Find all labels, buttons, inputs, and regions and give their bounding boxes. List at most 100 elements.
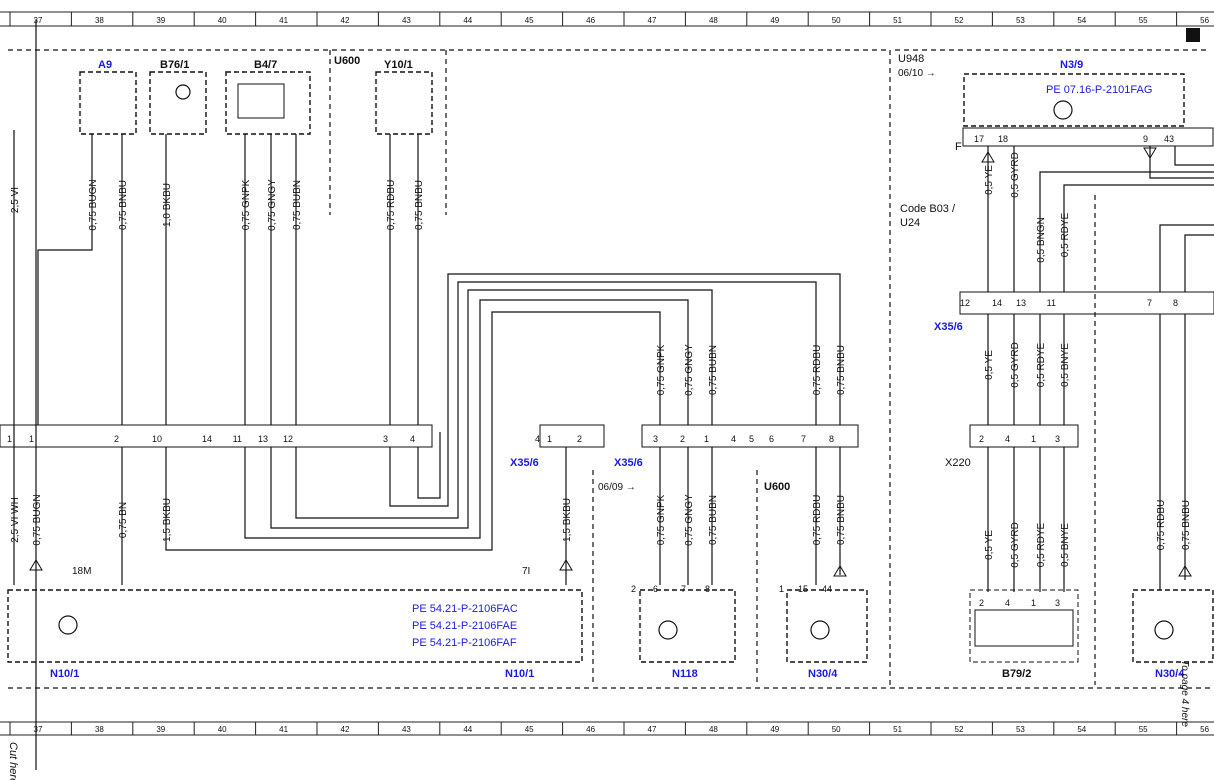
- ruler-number: 45: [525, 16, 534, 25]
- pin-number: 5: [749, 434, 754, 444]
- pin-number: 2: [577, 434, 582, 444]
- label-n10-1-right: N10/1: [505, 668, 534, 680]
- wire-label: 0,75 GNPK: [241, 179, 252, 230]
- ruler-number: 52: [955, 16, 964, 25]
- ruler-number: 46: [586, 16, 595, 25]
- top-ruler: [0, 11, 1214, 736]
- pin-number: 12: [960, 298, 970, 308]
- ruler-number: 39: [156, 725, 165, 734]
- wire-label: 0,5 YE: [984, 530, 995, 560]
- wire-label: 0,5 GYRD: [1010, 522, 1021, 568]
- wire-label: 0,5 RDYE: [1036, 342, 1047, 387]
- ruler-number: 41: [279, 725, 288, 734]
- label-n3-9-ref: PE 07.16-P-2101FAG: [1046, 84, 1152, 96]
- ruler-number: 49: [770, 725, 779, 734]
- pin-number: 1: [704, 434, 709, 444]
- label-f: F: [955, 141, 962, 153]
- label-x35-6-a: X35/6: [510, 457, 539, 469]
- label-date-0609: 06/09 →: [598, 482, 636, 493]
- pin-number: 15: [798, 584, 808, 594]
- pin-number: 8: [1173, 298, 1178, 308]
- ref-1: PE 54.21-P-2106FAC: [412, 603, 518, 615]
- wire-label: 0,75 BN: [118, 502, 129, 538]
- pin-number: 2: [979, 434, 984, 444]
- label-a9: A9: [98, 59, 112, 71]
- pin-number: 12: [283, 434, 293, 444]
- signal-markers: [29, 147, 1192, 577]
- pin-number: 10: [152, 434, 162, 444]
- pin-number: 1: [1031, 598, 1036, 608]
- pin-number: 4: [535, 434, 540, 444]
- label-n30-4: N30/4: [808, 668, 838, 680]
- ruler-number: 51: [893, 16, 902, 25]
- pin-number: 2: [114, 434, 119, 444]
- wire-label: 0,75 RDBU: [386, 180, 397, 231]
- pin-number: 4: [731, 434, 736, 444]
- label-x35-6-b: X35/6: [614, 457, 643, 469]
- label-n10-1-left: N10/1: [50, 668, 79, 680]
- pin-number: 4: [1005, 598, 1010, 608]
- ruler-number: 43: [402, 725, 411, 734]
- wire-label: 0,5 BNYE: [1060, 523, 1071, 567]
- ruler-ticks: 3737383839394040414142424343444445454646…: [9, 12, 1210, 735]
- pin-number: 1: [779, 584, 784, 594]
- label-18m: 18M: [72, 566, 91, 577]
- pin-number: 7: [1147, 298, 1152, 308]
- label-n118: N118: [672, 668, 698, 680]
- ruler-number: 49: [770, 16, 779, 25]
- pin-number: 11: [233, 434, 242, 444]
- to-page-label: To page 4 here: [1179, 660, 1190, 727]
- pin-number: 2: [631, 584, 636, 594]
- wire-label: 0,5 GYRD: [1010, 342, 1021, 388]
- component-boxes: [7, 71, 1214, 663]
- transistor-icons: [58, 84, 1174, 640]
- labels: A9 B76/1 B4/7 U600 Y10/1 U948 06/10 → N3…: [7, 53, 1190, 780]
- ruler-number: 56: [1200, 725, 1209, 734]
- label-7i: 7I: [522, 566, 530, 577]
- wire-label: 0,5 YE: [984, 350, 995, 380]
- pin-number: 8: [829, 434, 834, 444]
- ref-3: PE 54.21-P-2106FAF: [412, 637, 517, 649]
- ruler-number: 46: [586, 725, 595, 734]
- wire-label: 2,5 VI: [10, 187, 21, 213]
- ruler-number: 55: [1139, 725, 1148, 734]
- wire-label: 0,75 RDBU: [812, 495, 823, 546]
- ruler-number: 47: [648, 16, 657, 25]
- pin-number: 7: [801, 434, 806, 444]
- wire-label: 0,75 GNGY: [684, 344, 695, 396]
- pin-number: 3: [653, 434, 658, 444]
- cut-here-label: Cut here: [7, 742, 19, 780]
- pin-number: 3: [383, 434, 388, 444]
- pin-number: 1: [547, 434, 552, 444]
- pin-number: 7: [681, 584, 686, 594]
- pin-number: 14: [992, 298, 1002, 308]
- ruler-number: 41: [279, 16, 288, 25]
- wire-label: 0,5 BNGN: [1036, 217, 1047, 263]
- pin-number: 2: [680, 434, 685, 444]
- ruler-number: 38: [95, 725, 104, 734]
- ruler-number: 48: [709, 725, 718, 734]
- ruler-number: 44: [463, 16, 472, 25]
- pin-number: 8: [705, 584, 710, 594]
- wire-label: 0,75 GNGY: [267, 179, 278, 231]
- ruler-number: 42: [341, 725, 350, 734]
- label-x220: X220: [945, 457, 971, 469]
- ruler-number: 43: [402, 16, 411, 25]
- wire-label: 0,75 BNBU: [836, 495, 847, 545]
- pin-number: 3: [1055, 598, 1060, 608]
- wire-label: 1,5 BKBU: [162, 498, 173, 542]
- ruler-number: 48: [709, 16, 718, 25]
- wire-label: 2,5 VI WH: [10, 497, 21, 543]
- pin-number: 6: [653, 584, 658, 594]
- ruler-number: 38: [95, 16, 104, 25]
- wires: [13, 20, 1214, 770]
- label-b4-7: B4/7: [254, 59, 277, 71]
- wire-label: 1,5 BKBU: [562, 498, 573, 542]
- ruler-number: 54: [1077, 725, 1086, 734]
- ruler-number: 44: [463, 725, 472, 734]
- wire-label: 0,75 BNBU: [836, 345, 847, 395]
- wire-label: 0,75 BUBN: [708, 495, 719, 545]
- label-y10-1: Y10/1: [384, 59, 413, 71]
- label-code-u24: U24: [900, 217, 920, 229]
